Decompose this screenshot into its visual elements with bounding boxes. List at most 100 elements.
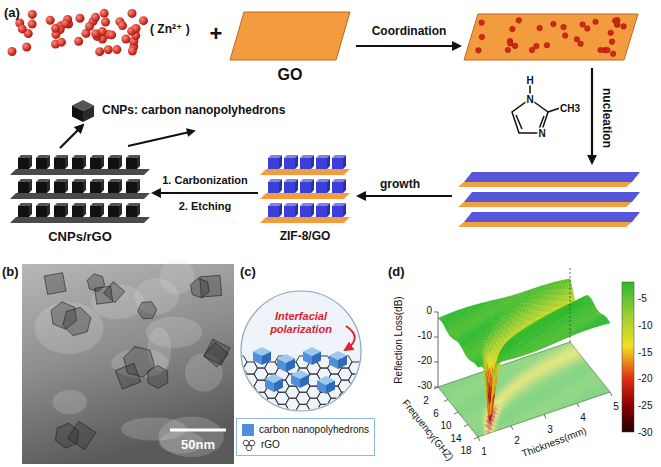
- illustration-part: [551, 21, 557, 27]
- tem-image: [22, 264, 234, 464]
- illustration-part: [75, 14, 84, 23]
- illustration-part: [464, 172, 640, 182]
- coordinated-ions: [476, 17, 627, 56]
- illustration-part: [574, 36, 580, 42]
- illustration-part: [244, 398, 258, 410]
- illustration-part: [107, 30, 116, 39]
- illustration-part: [567, 279, 572, 284]
- interface-ground: [241, 291, 361, 411]
- illustration-part: [286, 359, 295, 373]
- illustration-part: [479, 20, 485, 26]
- illustration-part: [95, 286, 113, 304]
- illustration-part: [253, 352, 262, 366]
- illustration-part: [28, 20, 37, 29]
- illustration-part: [291, 375, 300, 389]
- illustration-part: [204, 342, 229, 367]
- illustration-part: [265, 379, 274, 393]
- illustration-part: [63, 307, 91, 335]
- illustration-part: [18, 24, 27, 33]
- polarization-arrow: [345, 326, 355, 350]
- illustration-part: [326, 381, 335, 395]
- illustration-part: [44, 273, 66, 295]
- illustration-part: [605, 390, 610, 393]
- illustration-part: [349, 398, 363, 410]
- illustration-part: [516, 115, 522, 129]
- illustration-part: [317, 381, 326, 395]
- illustration-part: [476, 48, 482, 54]
- illustration-part: [118, 21, 127, 30]
- illustration-part: [464, 212, 640, 222]
- illustration-part: [458, 182, 632, 187]
- illustration-part: [605, 47, 611, 53]
- illustration-part: [115, 363, 141, 389]
- illustration-part: [100, 9, 109, 18]
- illustration-part: [359, 392, 373, 404]
- scale-bar: [170, 429, 226, 432]
- illustration-part: [312, 352, 321, 366]
- illustration-part: [159, 417, 225, 458]
- illustration-part: [458, 222, 632, 227]
- illustration-part: [91, 29, 100, 38]
- illustration-part: [609, 39, 615, 45]
- illustration-part: [22, 43, 31, 52]
- illustration-part: [139, 16, 148, 25]
- illustration-part: [479, 34, 485, 40]
- illustration-part: [233, 368, 247, 380]
- methylimidazole-structure: [512, 80, 560, 133]
- illustration-part: [57, 38, 66, 47]
- illustration-part: [338, 404, 352, 416]
- illustration-part: [562, 33, 568, 39]
- illustration-part: [74, 37, 83, 46]
- illustration-part: [190, 278, 209, 298]
- illustration-part: [338, 392, 352, 404]
- illustration-part: [112, 45, 121, 54]
- illustration-part: [34, 302, 103, 354]
- illustration-part: [458, 202, 632, 207]
- illustration-part: [561, 24, 567, 30]
- process-arrow: [356, 45, 460, 47]
- illustration-part: [46, 16, 55, 25]
- illustration-part: [329, 356, 338, 370]
- illustration-part: [254, 404, 268, 416]
- zinc-ions: [8, 9, 148, 56]
- illustration-part: [570, 295, 575, 301]
- illustration-part: [148, 366, 168, 389]
- illustration-part: [349, 386, 363, 398]
- illustration-part: [585, 26, 591, 32]
- process-arrow: [128, 131, 194, 146]
- illustration-part: [544, 42, 550, 48]
- illustration-part: [578, 41, 584, 47]
- illustration-part: [510, 26, 516, 32]
- illustration-part: [274, 379, 283, 393]
- illustration-part: [262, 352, 271, 366]
- polyhedron-cubes: [253, 347, 347, 394]
- illustration-part: [359, 368, 373, 380]
- illustration-part: [127, 9, 136, 18]
- illustration-part: [438, 279, 610, 422]
- illustration-part: [516, 18, 522, 24]
- illustration-part: [507, 41, 513, 47]
- illustration-part: [621, 24, 627, 30]
- illustration-part: [8, 47, 17, 56]
- illustration-part: [534, 43, 540, 49]
- illustration-part: [593, 19, 599, 25]
- illustration-part: [608, 30, 614, 36]
- illustration-part: [277, 359, 286, 373]
- illustration-part: [104, 45, 113, 54]
- illustration-part: [233, 380, 247, 392]
- illustration-part: [68, 421, 96, 449]
- illustration-part: [51, 24, 60, 33]
- illustration-part: [95, 47, 104, 56]
- illustration-part: [610, 51, 616, 57]
- illustration-part: [359, 380, 373, 392]
- illustration-part: [505, 47, 511, 53]
- illustration-part: [28, 10, 37, 19]
- illustration-part: [101, 18, 110, 27]
- illustration-part: [614, 21, 620, 27]
- illustration-part: [580, 22, 586, 28]
- zif8-film-stack: [458, 172, 640, 227]
- illustration-part: [338, 356, 347, 370]
- process-arrow: [591, 68, 593, 163]
- illustration-part: [614, 22, 620, 28]
- illustration-part: [233, 404, 247, 416]
